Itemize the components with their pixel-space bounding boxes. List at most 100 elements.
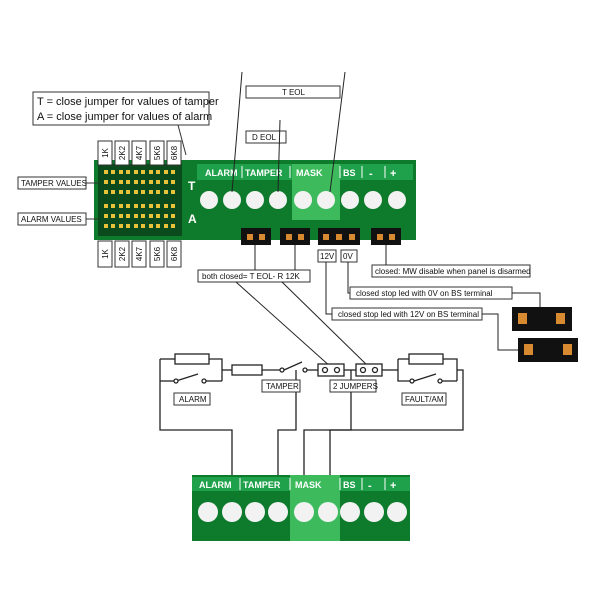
legend-box: T = close jumper for values of tamper A … bbox=[32, 91, 219, 156]
jumper-pin bbox=[164, 180, 168, 184]
bottom-board: ALARM TAMPER MASK BS - + bbox=[192, 475, 410, 541]
jumper-pin bbox=[149, 190, 153, 194]
resistor-value-label: 5K6 bbox=[153, 145, 162, 160]
resistor-value-box bbox=[97, 140, 113, 166]
alarm-values-label: ALARM VALUES bbox=[21, 215, 82, 224]
term-label-minus: - bbox=[368, 480, 372, 492]
jumper-pin bbox=[111, 224, 115, 228]
jumper-pin bbox=[104, 170, 108, 174]
jumper-pin bbox=[104, 204, 108, 208]
terminal-hole bbox=[246, 191, 264, 209]
jumper-pin bbox=[126, 214, 130, 218]
jumper-teol-1 bbox=[241, 228, 271, 245]
terminal-hole bbox=[198, 502, 218, 522]
jumper-pin bbox=[119, 170, 123, 174]
jumper-pin bbox=[164, 170, 168, 174]
resistor-value-label: 1K bbox=[101, 147, 110, 157]
top-board: T A ALARM TAMPER MASK BS - + bbox=[94, 160, 416, 240]
t-eol-label: T EOL bbox=[282, 88, 306, 97]
terminal-hole bbox=[317, 191, 335, 209]
jumper-teol-2 bbox=[280, 228, 310, 245]
jumper-pin bbox=[111, 204, 115, 208]
terminal-hole bbox=[340, 502, 360, 522]
jumper-pin bbox=[164, 204, 168, 208]
tamper-values-label: TAMPER VALUES bbox=[21, 179, 87, 188]
row-letter-a: A bbox=[188, 212, 197, 226]
jumper-pin bbox=[111, 190, 115, 194]
jumper-pin bbox=[164, 214, 168, 218]
jumper-pin bbox=[141, 170, 145, 174]
jumper-pin bbox=[134, 224, 138, 228]
jumper-pin bbox=[141, 180, 145, 184]
jumper-pin bbox=[141, 204, 145, 208]
jumper-pin bbox=[149, 180, 153, 184]
term-label-bs: BS bbox=[343, 168, 356, 178]
row-labels: TAMPER VALUES ALARM VALUES bbox=[17, 176, 98, 226]
resistor-value-box bbox=[166, 240, 182, 268]
term-label-tamper: TAMPER bbox=[243, 480, 281, 490]
jumper-pin bbox=[111, 214, 115, 218]
jumper-pin bbox=[149, 204, 153, 208]
terminal-hole bbox=[388, 191, 406, 209]
jumper-pin bbox=[164, 224, 168, 228]
note-mw-disable: closed: MW disable when panel is disarme… bbox=[375, 267, 531, 276]
jumper-pin bbox=[104, 214, 108, 218]
top-terminal-holes bbox=[200, 191, 406, 209]
jumper-pin bbox=[149, 224, 153, 228]
jumper-pin bbox=[126, 190, 130, 194]
jumper-pin bbox=[111, 170, 115, 174]
jumper-pin bbox=[126, 224, 130, 228]
example-jumpers bbox=[512, 307, 578, 362]
bottom-terminal-holes bbox=[198, 502, 407, 522]
legend-line-tamper: T = close jumper for values of tamper bbox=[37, 96, 219, 108]
terminal-hole bbox=[222, 502, 242, 522]
jumper-pin bbox=[126, 170, 130, 174]
term-label-bs: BS bbox=[343, 480, 356, 490]
jumper-pin bbox=[119, 190, 123, 194]
term-label-alarm: ALARM bbox=[205, 168, 238, 178]
jumper-pin bbox=[134, 170, 138, 174]
jumper-pin bbox=[171, 214, 175, 218]
jumper-pin bbox=[104, 190, 108, 194]
jumper-pin bbox=[149, 170, 153, 174]
jumper-pin bbox=[156, 224, 160, 228]
jumper-pins bbox=[104, 170, 175, 228]
terminal-hole bbox=[294, 502, 314, 522]
jumper-pin bbox=[171, 224, 175, 228]
jumper-pin bbox=[171, 190, 175, 194]
voltage-labels: 12V 0V bbox=[317, 249, 358, 263]
resistor-value-label: 4K7 bbox=[135, 246, 144, 261]
board-jumpers bbox=[241, 228, 401, 245]
series-resistor bbox=[231, 364, 263, 376]
jumper-pin bbox=[134, 204, 138, 208]
resistor-value-box bbox=[149, 240, 165, 268]
fault-resistor bbox=[408, 353, 444, 365]
jumper-pin bbox=[119, 214, 123, 218]
jumper-pin bbox=[119, 180, 123, 184]
jumper-pin bbox=[104, 224, 108, 228]
terminal-hole bbox=[364, 191, 382, 209]
jumper-matrix bbox=[98, 164, 182, 236]
sensor-circuit bbox=[159, 353, 464, 508]
terminal-hole bbox=[387, 502, 407, 522]
terminal-hole bbox=[245, 502, 265, 522]
jumper-pin bbox=[171, 170, 175, 174]
jumper-pin bbox=[126, 180, 130, 184]
resistor-value-label: 1K bbox=[101, 248, 110, 258]
resistor-value-box bbox=[131, 140, 147, 166]
jumper-pin bbox=[126, 204, 130, 208]
eol-labels: T EOL D EOL bbox=[231, 71, 346, 193]
note-both-closed: both closed= T EOL- R 12K bbox=[202, 272, 300, 281]
term-label-alarm: ALARM bbox=[199, 480, 232, 490]
jumper-pin bbox=[171, 204, 175, 208]
terminal-hole bbox=[223, 191, 241, 209]
note-stop-led-0v: closed stop led with 0V on BS terminal bbox=[356, 289, 493, 298]
jumper-pin bbox=[141, 224, 145, 228]
jumper-pin bbox=[111, 180, 115, 184]
terminal-hole bbox=[200, 191, 218, 209]
label-0v: 0V bbox=[343, 252, 353, 261]
resistor-value-label: 5K6 bbox=[153, 246, 162, 261]
term-label-mask: MASK bbox=[296, 168, 323, 178]
